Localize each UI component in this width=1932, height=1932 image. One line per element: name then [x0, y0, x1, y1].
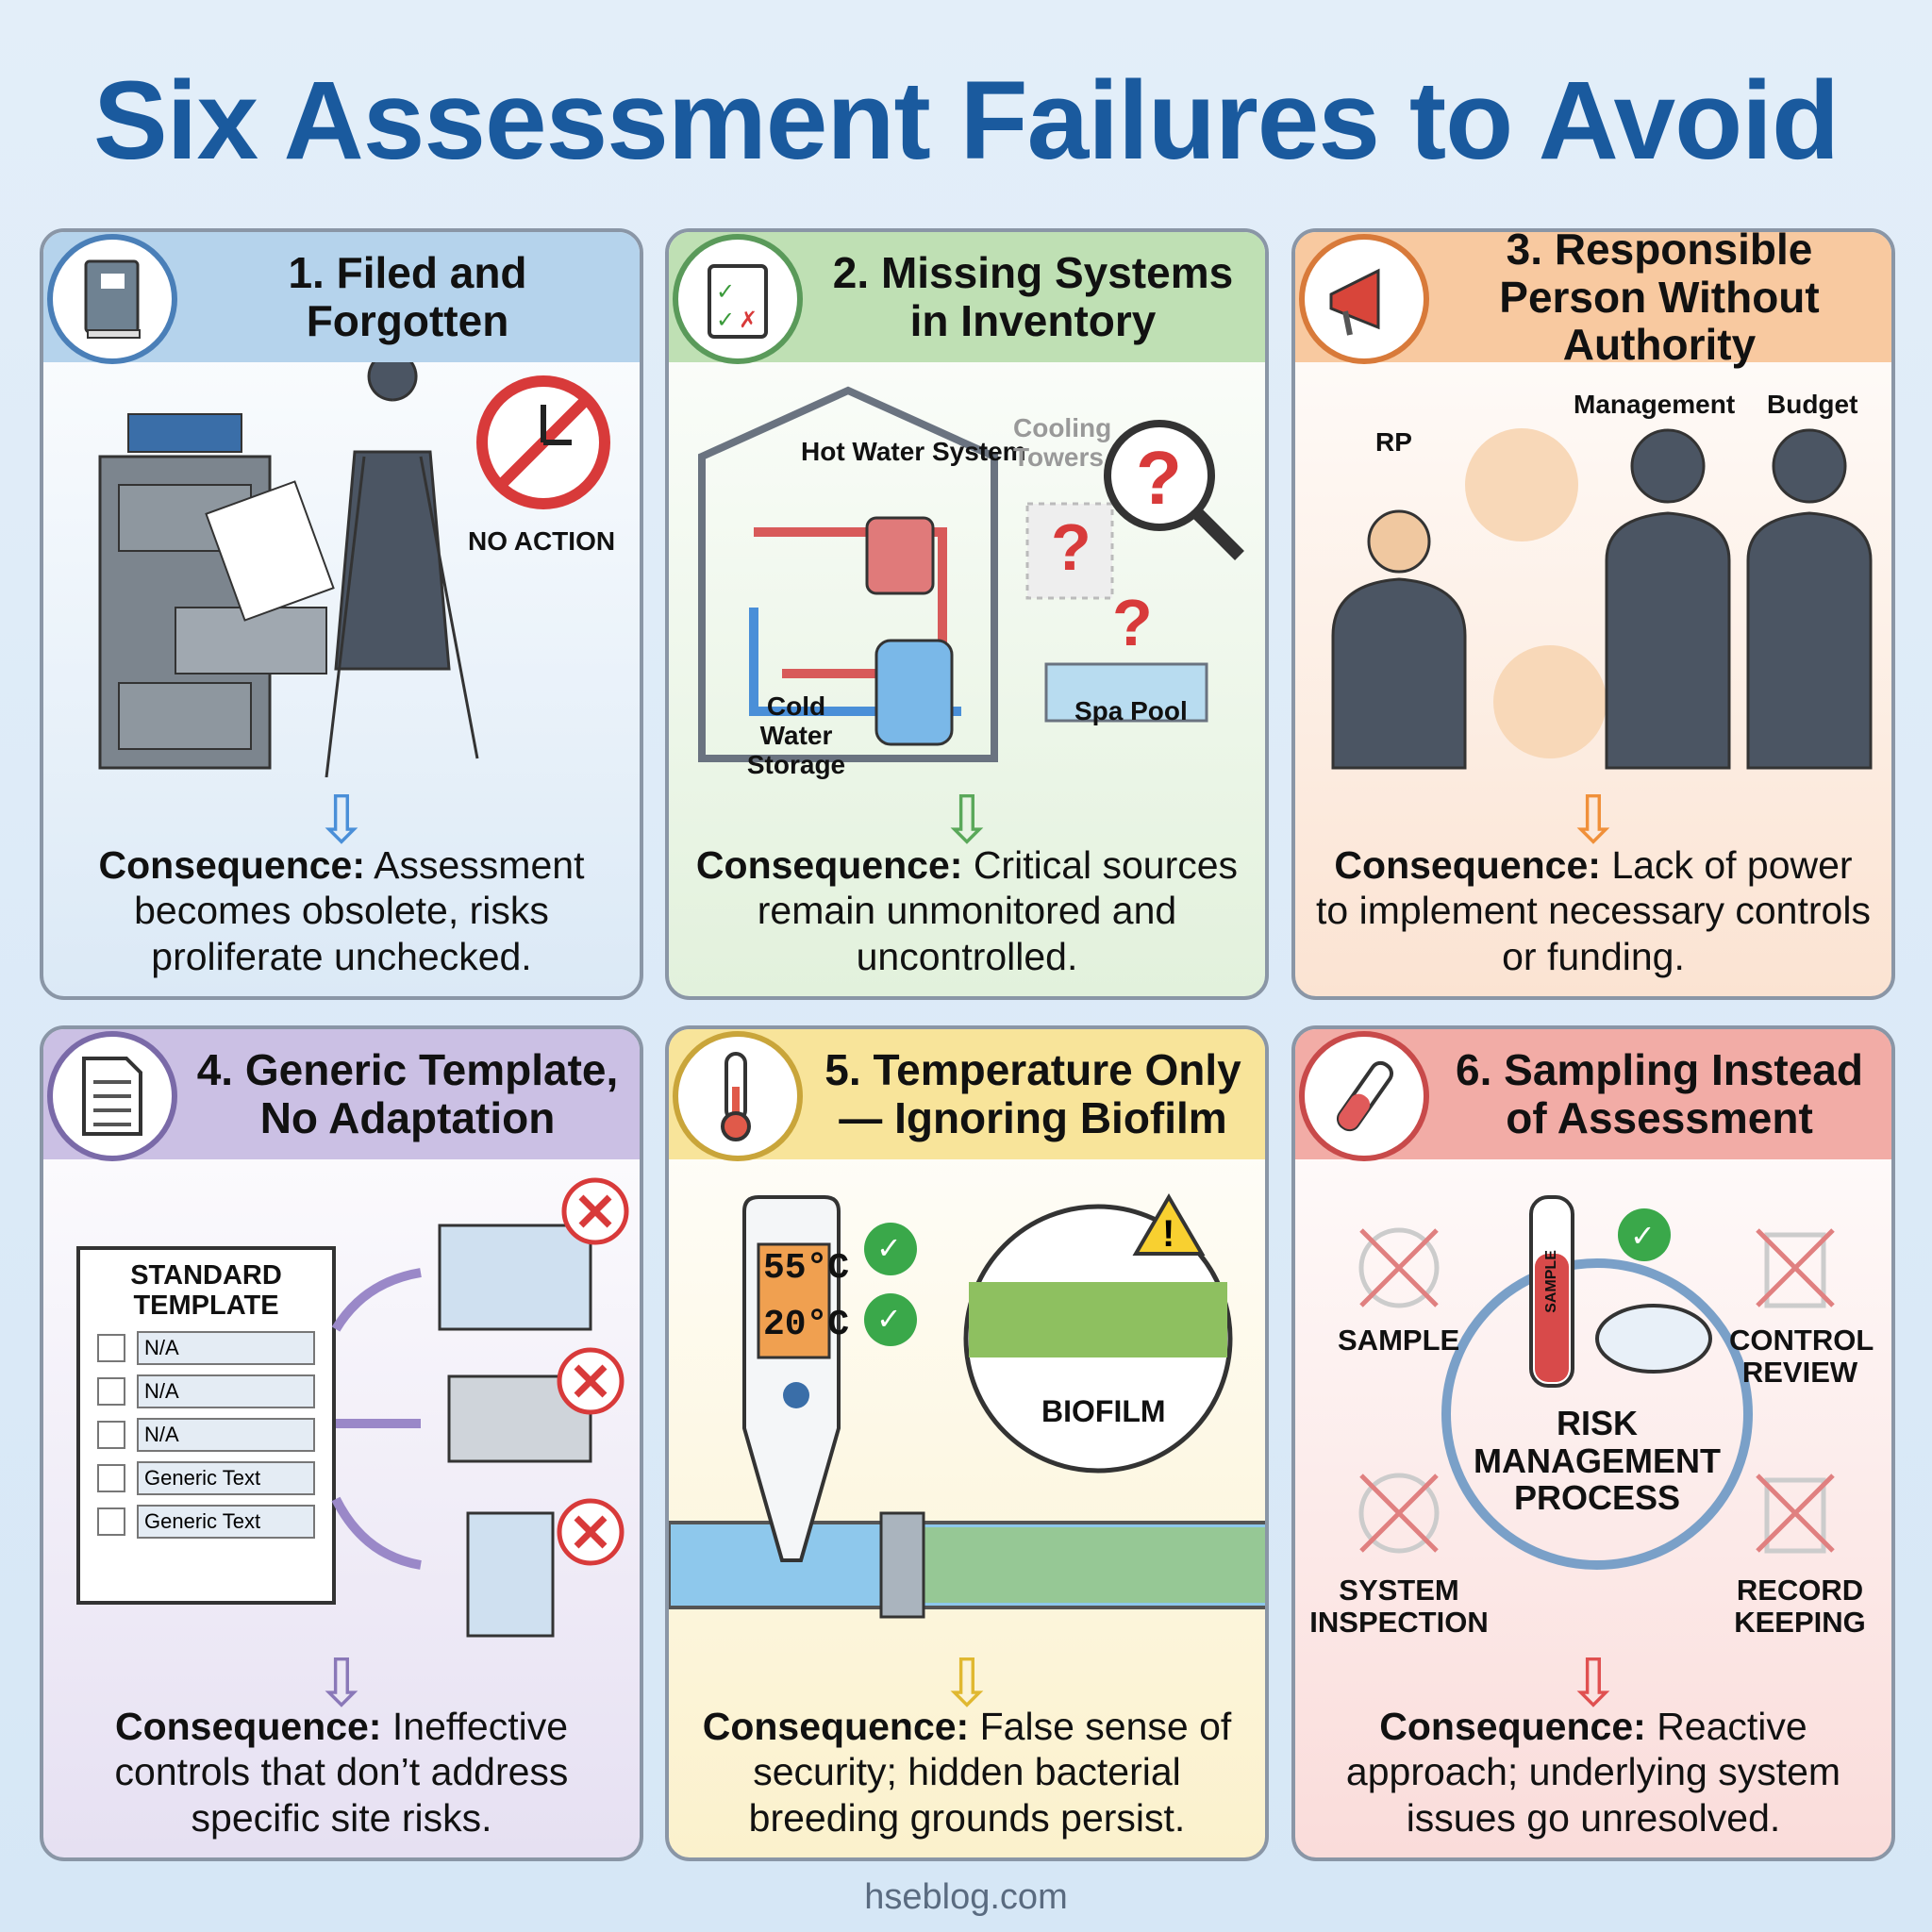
svg-text:✓: ✓	[876, 1231, 902, 1265]
checkbox-icon	[97, 1420, 125, 1449]
checkbox-icon	[97, 1463, 125, 1492]
consequence-text: Consequence: Reactive approach; underlyi…	[1345, 1704, 1841, 1840]
svg-text:?: ?	[1136, 436, 1182, 520]
row-text: N/A	[137, 1417, 315, 1452]
arrow-down-icon: ⇩	[1565, 1646, 1622, 1720]
rp-label: RP	[1375, 427, 1412, 457]
svg-text:✓: ✓	[716, 279, 735, 305]
cold-water-storage-label: Cold Water Storage	[746, 691, 846, 779]
biofilm-illustration: ✓ ✓ ! 55°C 20°C BIOFILM	[669, 1159, 1265, 1650]
svg-text:✓: ✓	[876, 1302, 902, 1336]
hot-water-label: Hot Water System	[801, 437, 1026, 466]
arrow-down-icon: ⇩	[939, 783, 995, 857]
checkbox-icon	[97, 1333, 125, 1362]
authority-illustration: RP Management Budget	[1295, 362, 1891, 777]
svg-text:!: !	[1162, 1213, 1174, 1255]
temperature-reading-2: 20°C	[763, 1305, 850, 1345]
panel-filed-and-forgotten: 1. Filed and Forgotten NO ACTION ⇩ Conse…	[40, 228, 643, 1000]
panel-title: 5. Temperature Only — Ignoring Biofilm	[824, 1045, 1241, 1142]
row-text: Generic Text	[137, 1460, 315, 1495]
system-inspection-label: SYSTEM INSPECTION	[1309, 1574, 1489, 1640]
panel-generic-template: 4. Generic Template, No Adaptation STAND…	[40, 1025, 643, 1861]
arrow-down-icon: ⇩	[1565, 783, 1622, 857]
svg-text:?: ?	[1051, 510, 1091, 584]
sample-label: SAMPLE	[1338, 1324, 1460, 1357]
svg-text:✓: ✓	[716, 308, 735, 333]
document-icon	[47, 1031, 177, 1161]
template-row: N/A	[97, 1330, 315, 1365]
consequence-text: Consequence: False sense of security; hi…	[702, 1704, 1232, 1840]
risk-management-process-label: RISK MANAGEMENT PROCESS	[1474, 1404, 1721, 1518]
panel-missing-systems: ✓ ✓✗ 2. Missing Systems in Inventory ? ? …	[665, 228, 1269, 1000]
arrow-down-icon: ⇩	[939, 1646, 995, 1720]
consequence-text: Consequence: Lack of power to implement …	[1316, 842, 1871, 978]
row-text: N/A	[137, 1374, 315, 1408]
checkbox-icon	[97, 1507, 125, 1536]
building-systems-illustration: ? ? ? Hot Water System Cooling Towers Co…	[669, 362, 1265, 779]
panel-header: 1. Filed and Forgotten	[43, 232, 640, 364]
no-action-label: NO ACTION	[468, 526, 616, 556]
record-keeping-label: RECORD KEEPING	[1734, 1574, 1866, 1640]
template-row: N/A	[97, 1417, 315, 1452]
svg-text:?: ?	[1112, 586, 1153, 659]
template-row: N/A	[97, 1374, 315, 1408]
panel-temperature-only: 5. Temperature Only — Ignoring Biofilm ✓…	[665, 1025, 1269, 1861]
checkbox-icon	[97, 1376, 125, 1406]
clipboard-icon: ✓ ✓✗	[673, 234, 803, 364]
tube-sample-label: SAMPLE	[1543, 1250, 1560, 1313]
row-text: Generic Text	[137, 1504, 315, 1539]
panel-title: 4. Generic Template, No Adaptation	[196, 1045, 619, 1142]
arrow-down-icon: ⇩	[313, 1646, 370, 1720]
temperature-reading-1: 55°C	[763, 1248, 850, 1289]
biofilm-label: BIOFILM	[1041, 1394, 1166, 1428]
panel-title: 1. Filed and Forgotten	[288, 248, 527, 345]
template-row: Generic Text	[97, 1460, 315, 1495]
megaphone-icon	[1299, 234, 1429, 364]
filing-cabinet-illustration: NO ACTION	[43, 351, 640, 778]
panel-title: 2. Missing Systems in Inventory	[832, 248, 1234, 345]
row-text: N/A	[137, 1330, 315, 1365]
test-tube-icon	[1299, 1031, 1429, 1161]
arrow-down-icon: ⇩	[313, 783, 370, 857]
book-icon	[47, 234, 177, 364]
consequence-text: Consequence: Ineffective controls that d…	[114, 1704, 569, 1840]
control-review-label: CONTROL REVIEW	[1729, 1324, 1874, 1390]
panel-responsible-person: 3. Responsible Person Without Authority …	[1291, 228, 1895, 1000]
consequence-text: Consequence: Assessment becomes obsolete…	[98, 842, 585, 978]
cooling-towers-label: Cooling Towers	[1013, 413, 1112, 472]
budget-label: Budget	[1767, 390, 1858, 419]
consequence-text: Consequence: Critical sources remain unm…	[695, 842, 1239, 978]
svg-text:✓: ✓	[1630, 1219, 1656, 1253]
panel-title: 3. Responsible Person Without Authority	[1499, 228, 1820, 370]
risk-process-illustration: ✓ SAMPLE CONTROL REVIEW SYSTEM INSPECTIO…	[1295, 1159, 1891, 1650]
footer-site: hseblog.com	[864, 1877, 1068, 1917]
panel-title: 6. Sampling Instead of Assessment	[1456, 1045, 1863, 1142]
thermometer-icon	[673, 1031, 803, 1161]
svg-text:✗: ✗	[739, 308, 758, 333]
management-label: Management	[1574, 390, 1736, 419]
page-title: Six Assessment Failures to Avoid	[92, 58, 1840, 183]
panel-sampling-instead: 6. Sampling Instead of Assessment ✓ SAMP…	[1291, 1025, 1895, 1861]
spa-pool-label: Spa Pool	[1074, 696, 1188, 725]
template-row: Generic Text	[97, 1504, 315, 1539]
